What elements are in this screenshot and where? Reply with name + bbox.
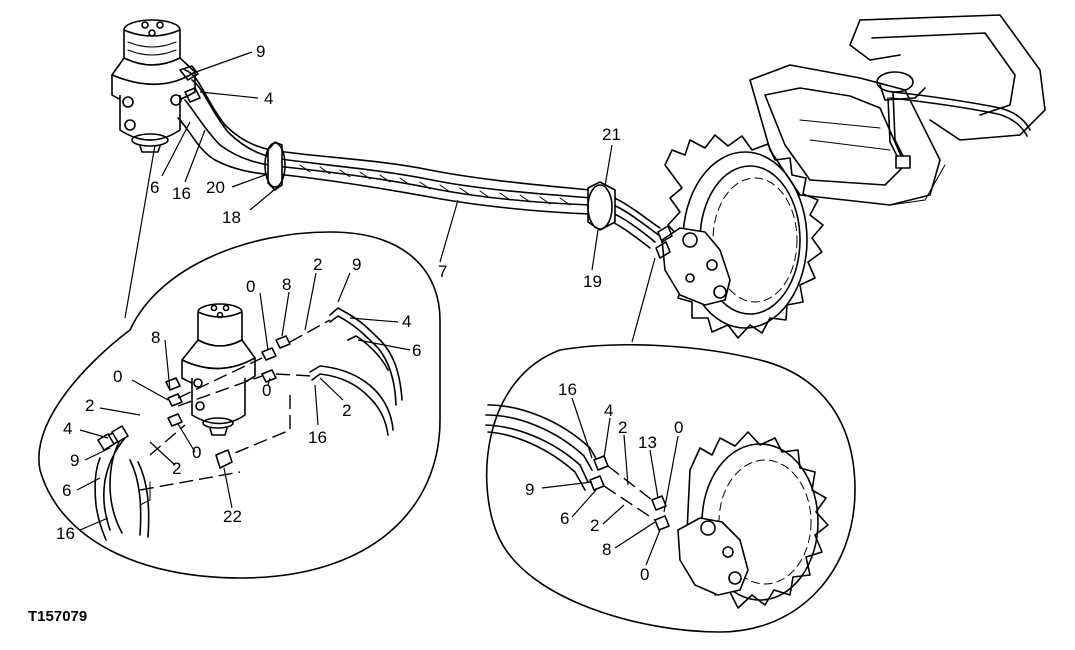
callout-main-7: 7 [438,262,447,281]
callout-left-4b: 4 [63,419,72,438]
left-detail-callout [38,144,441,579]
callout-left-2b: 2 [85,396,94,415]
callout-left-8b: 8 [151,328,160,347]
figure-id: T157079 [28,608,87,625]
hose-clamp-20 [264,141,286,191]
callout-left-0c: 0 [192,443,201,462]
callout-left-16b: 16 [56,524,75,543]
callout-right-2b: 2 [590,516,599,535]
callout-right-0b: 0 [640,565,649,584]
callout-main-6: 6 [150,178,159,197]
callout-left-22: 22 [223,507,242,526]
callout-main-20: 20 [206,178,225,197]
right-detail-callout [485,257,856,633]
callout-right-0: 0 [674,418,683,437]
callout-main-21: 21 [602,125,621,144]
callout-left-2d: 2 [342,401,351,420]
callout-main-16: 16 [172,184,191,203]
callout-leaders [76,51,679,566]
callout-right-4: 4 [604,401,613,420]
callout-right-16: 16 [558,380,577,399]
callout-right-9: 9 [525,480,534,499]
hose-clamp-21 [587,181,616,231]
callout-left-8: 8 [282,275,291,294]
callout-main-9: 9 [256,42,265,61]
callout-left-0b: 0 [113,367,122,386]
callout-left-0: 0 [246,277,255,296]
track-frame-outline [749,14,1046,206]
callout-left-0d: 0 [262,381,271,400]
callout-left-4: 4 [402,312,411,331]
callout-left-9: 9 [352,255,361,274]
callout-left-9b: 9 [70,451,79,470]
travel-motor-sprocket [655,134,824,339]
callout-main-18: 18 [222,208,241,227]
callout-main-19: 19 [583,272,602,291]
callout-left-2c: 2 [172,459,181,478]
callout-main-4: 4 [264,89,273,108]
center-swivel-joint [111,19,196,153]
callout-right-6: 6 [560,509,569,528]
callout-left-16c: 16 [308,428,327,447]
callout-left-2: 2 [313,255,322,274]
callout-right-2: 2 [618,418,627,437]
callout-right-8: 8 [602,540,611,559]
callout-right-13: 13 [638,433,657,452]
callout-left-6: 6 [412,341,421,360]
callout-left-6b: 6 [62,481,71,500]
